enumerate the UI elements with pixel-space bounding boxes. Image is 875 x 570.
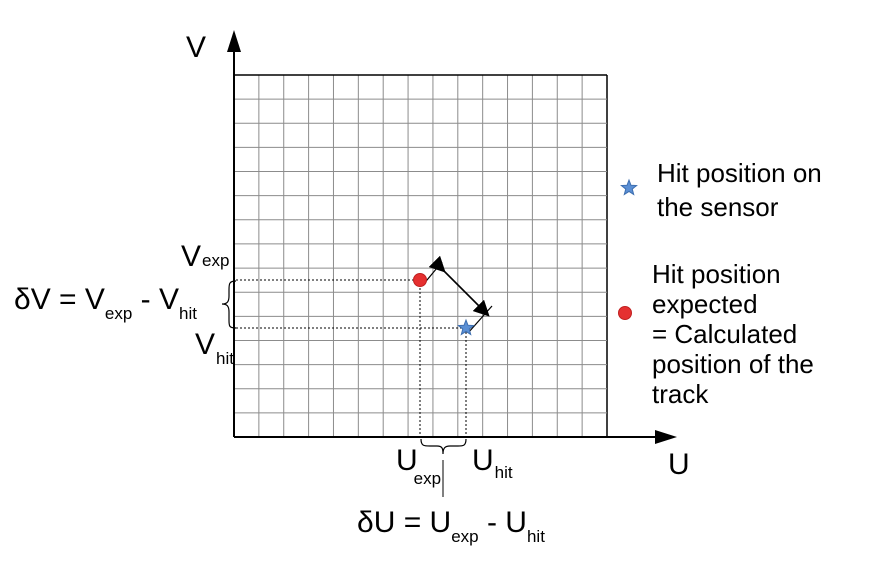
legend-hit-text: Hit position on the sensor	[657, 156, 822, 224]
legend-expected-line-3: = Calculated	[652, 319, 798, 349]
hit-position-star	[457, 318, 475, 336]
u-axis-label: U	[668, 448, 690, 481]
distance-arrow	[428, 255, 490, 317]
v-axis-arrowhead	[227, 30, 241, 52]
v-exp-main: V	[181, 240, 202, 273]
legend-dot-icon	[618, 306, 632, 320]
delta-v-sub1: exp	[104, 304, 133, 323]
u-hit-main: U	[472, 444, 494, 477]
v-hit-label: Vhit	[195, 328, 234, 368]
legend-expected-line-4: position of the	[652, 349, 814, 379]
u-hit-label: Uhit	[472, 444, 513, 482]
v-exp-sub: exp	[202, 251, 230, 270]
legend-hit-line-2: the sensor	[657, 192, 779, 222]
u-hit-sub: hit	[494, 463, 513, 482]
delta-v-prefix: δV = V	[14, 283, 105, 316]
legend-expected-line-5: track	[652, 379, 709, 409]
delta-v-formula: δV = Vexp - Vhit	[14, 283, 197, 323]
v-exp-label: Vexp	[181, 242, 229, 272]
u-exp-sub: exp	[413, 469, 442, 488]
legend-hit-line-1: Hit position on	[657, 158, 822, 188]
delta-v-mid: - V	[132, 283, 180, 316]
legend-expected-line-2: expected	[652, 289, 758, 319]
u-exp-main: U	[396, 444, 418, 477]
delta-v-brace	[221, 280, 237, 329]
delta-u-sub2: hit	[526, 527, 545, 546]
delta-u-prefix: δU = U	[357, 506, 452, 539]
sensor-grid	[234, 74, 608, 437]
delta-v-sub2: hit	[179, 304, 197, 323]
legend-expected-line-1: Hit position	[652, 259, 781, 289]
v-hit-sub: hit	[216, 349, 234, 368]
v-hit-main: V	[195, 328, 216, 361]
delta-u-brace	[420, 438, 467, 455]
u-axis-arrowhead	[655, 430, 677, 444]
delta-u-formula: δU = Uexp - Uhit	[357, 506, 545, 546]
delta-u-sub1: exp	[451, 527, 479, 546]
distance-tick-hit	[467, 305, 493, 334]
legend-expected-text: Hit position expected = Calculated posit…	[652, 259, 814, 409]
delta-u-mid: - U	[478, 506, 527, 539]
v-axis-label: V	[186, 31, 207, 64]
legend-star-icon	[620, 178, 638, 196]
u-exp-label: Uexp	[396, 444, 441, 488]
expected-hit-dot	[413, 273, 427, 287]
